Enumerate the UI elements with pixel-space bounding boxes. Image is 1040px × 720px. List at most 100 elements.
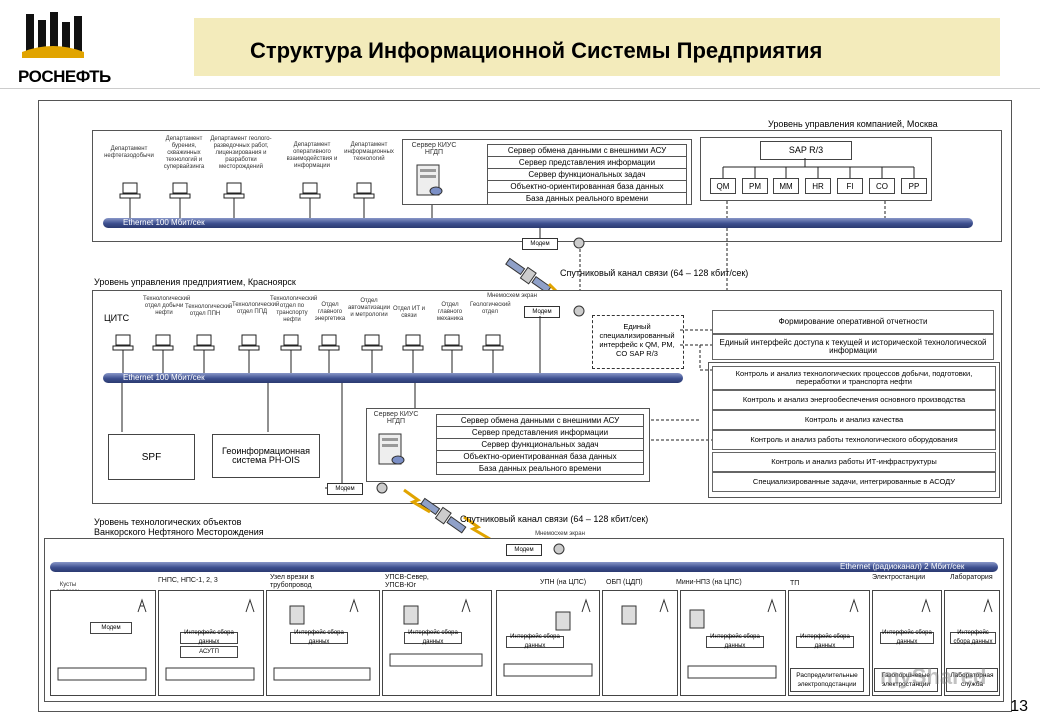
server-label: Сервер КИУС НГДП (373, 411, 419, 425)
dept-label: Технологический отдел ППД (232, 302, 280, 315)
task-box: Специализированные задачи, интегрированн… (712, 472, 996, 492)
enterprise-ethernet: Ethernet 100 Мбит/сек (103, 373, 683, 383)
logo-emblem (22, 12, 84, 58)
dept-label: Технологический отдел добычи нефти (143, 296, 191, 316)
object-label: Мини-НПЗ (на ЦПС) (676, 579, 742, 586)
task-box: Контроль и анализ работы технологическог… (712, 430, 996, 450)
satellite-icon (505, 257, 552, 294)
lab-box: Лабораторная служба (946, 668, 998, 692)
task-box: Контроль и анализ технологических процес… (712, 366, 996, 390)
title-bar (194, 18, 1000, 76)
dept-label: Технологический отдел ППН (185, 304, 233, 317)
dept-label: Отдел главного механика (436, 302, 464, 322)
sap-box: SAP R/3 (760, 141, 852, 160)
mnemonic-screen-label: Мнемосхем экран (535, 531, 585, 537)
field-ethernet: Ethernet (радиоканал) 2 Мбит/сек (50, 562, 998, 572)
object-label: ОБП (ЦДП) (606, 579, 643, 586)
page-title: Структура Информационной Системы Предпри… (250, 38, 823, 63)
server-row: Сервер обмена данными с внешними АСУ (487, 144, 687, 157)
object-label: УПН (на ЦПС) (540, 579, 587, 586)
sap-module: FI (837, 178, 863, 194)
task-box: Контроль и анализ энергообеспечения осно… (712, 390, 996, 410)
router-icon (573, 237, 585, 249)
object-label: Электростанции (872, 574, 926, 581)
router-icon (376, 482, 388, 494)
field-level-label: Уровень технологических объектов Ванкорс… (94, 517, 264, 537)
object-label: Узел врезки в трубопровод (270, 574, 315, 589)
server-icon (416, 164, 443, 196)
task-box: Единый интерфейс доступа к текущей и ист… (712, 334, 994, 360)
sap-module: QM (710, 178, 736, 194)
field-interface-box: Интерфейс сбора данных (506, 634, 564, 649)
router-icon (553, 543, 565, 555)
dept-label: Департамент оперативного взаимодействия … (286, 142, 338, 169)
sap-interface-label: Единый специализированный интерфейс к QM… (599, 322, 675, 358)
substation-box: Распределительные электроподстанции (790, 668, 864, 692)
logo-text: РОСНЕФТЬ (18, 67, 111, 86)
company-logo: РОСНЕФТЬ (18, 10, 188, 86)
server-row: Сервер представления информации (436, 427, 644, 439)
task-box: Контроль и анализ качества (712, 410, 996, 430)
object-label: ТП (790, 580, 800, 587)
router-icon (573, 305, 585, 317)
dept-label: Отдел ИТ и связи (392, 306, 426, 319)
field-object-panel (50, 590, 156, 696)
company-ethernet: Ethernet 100 Мбит/сек (103, 218, 973, 228)
server-row: Объектно-ориентированная база данных (487, 181, 687, 193)
dept-label: Департамент бурения, скважинных технолог… (163, 136, 205, 170)
server-icon (378, 433, 405, 465)
mnemonic-screen-label: Мнемосхем экран (487, 293, 537, 299)
dept-label: Департамент нефтегазодобычи (104, 146, 154, 159)
server-row: Сервер обмена данными с внешними АСУ (436, 414, 644, 427)
server-row: Сервер функциональных задач (436, 439, 644, 451)
field-interface-box: Интерфейс сбора данных (950, 630, 996, 645)
satellite-channel-label: Спутниковый канал связи (64 – 128 кбит/с… (560, 268, 749, 278)
company-level-label: Уровень управления компанией, Москва (768, 119, 938, 129)
sap-module: PP (901, 178, 927, 194)
field-interface-box: Интерфейс сбора данных (706, 634, 764, 649)
sap-module: CO (869, 178, 895, 194)
spf-box: SPF (108, 434, 195, 480)
power-plant-box: Газопоршневые электростанции (874, 668, 938, 692)
object-label: УПСВ-Север, УПСВ-Юг (385, 574, 429, 589)
page-number: 13 (1010, 698, 1028, 715)
sap-module: PM (742, 178, 768, 194)
server-row: Сервер функциональных задач (487, 169, 687, 181)
object-label: ГНПС, НПС-1, 2, 3 (158, 577, 218, 584)
field-modem: Модем (506, 544, 542, 556)
dept-label: Департамент геолого-разведочных работ, л… (210, 136, 272, 170)
company-modem: Модем (522, 238, 558, 250)
field-interface-box: Интерфейс сбора данных (880, 630, 934, 645)
enterprise-modem: Модем (524, 306, 560, 318)
field-interface-box: Интерфейс сбора данных (404, 630, 462, 645)
geo-system-box: Геоинформационная система PH-OIS (212, 434, 320, 478)
cits-label: ЦИТС (104, 313, 130, 323)
object-label: Лаборатория (950, 574, 993, 581)
enterprise-level-label: Уровень управления предприятием, Красноя… (94, 277, 296, 287)
field-modem-box: Модем (90, 622, 132, 634)
server-row: Объектно-ориентированная база данных (436, 451, 644, 463)
watermark: myShared (880, 664, 987, 689)
field-object-panel (602, 590, 678, 696)
sap-module: MM (773, 178, 799, 194)
task-group (708, 362, 1000, 498)
sap-module: HR (805, 178, 831, 194)
dept-label: Геологический отдел (470, 302, 511, 315)
task-box: Контроль и анализ работы ИТ-инфраструкту… (712, 452, 996, 472)
sap-tree (722, 158, 915, 178)
server-row: База данных реального времени (487, 193, 687, 205)
field-interface-box: Интерфейс сбора данных (796, 634, 854, 649)
field-interface-box: Интерфейс сбора данных (180, 630, 238, 645)
dept-label: Отдел главного энергетика (314, 302, 346, 322)
dept-label: Отдел автоматизации и метрологии (348, 298, 391, 318)
server-row: Сервер представления информации (487, 157, 687, 169)
header-divider (0, 88, 1040, 89)
enterprise-server-rows: Сервер обмена данными с внешними АСУ Сер… (436, 414, 644, 475)
dept-label: Департамент информационных технологий (344, 142, 394, 162)
task-box: Формирование оперативной отчетности (712, 310, 994, 334)
lightning-icon (463, 515, 491, 541)
server-row: База данных реального времени (436, 463, 644, 475)
lightning-icon (403, 488, 431, 514)
company-server-rows: Сервер обмена данными с внешними АСУ Сер… (487, 144, 687, 205)
field-asutp-box: АСУТП (180, 646, 238, 658)
